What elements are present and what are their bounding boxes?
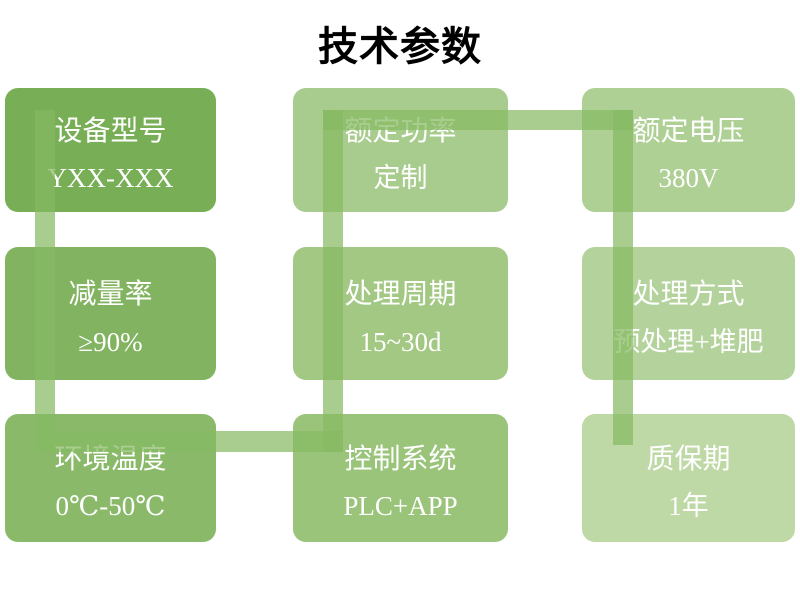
param-card-processing-method: 处理方式 预处理+堆肥 xyxy=(582,247,795,380)
page-title: 技术参数 xyxy=(318,25,482,69)
card-label: 减量率 xyxy=(68,279,153,311)
card-label: 质保期 xyxy=(646,443,731,475)
param-card-reduction-rate: 减量率 ≥90% xyxy=(5,247,216,380)
param-card-rated-power: 额定功率 定制 xyxy=(293,88,508,212)
card-value: 1年 xyxy=(668,491,709,522)
card-value: 定制 xyxy=(373,163,428,194)
param-card-ambient-temperature: 环境温度 0℃-50℃ xyxy=(5,414,216,542)
card-value: PLC+APP xyxy=(343,491,458,522)
card-value: YXX-XXX xyxy=(47,163,174,194)
card-value: ≥90% xyxy=(78,326,143,357)
card-value: 380V xyxy=(658,163,719,194)
card-value: 预处理+堆肥 xyxy=(613,326,764,357)
param-card-warranty-period: 质保期 1年 xyxy=(582,414,795,542)
param-card-processing-cycle: 处理周期 15~30d xyxy=(293,247,508,380)
card-label: 额定功率 xyxy=(344,115,457,147)
card-label: 环境温度 xyxy=(54,443,167,475)
card-label: 额定电压 xyxy=(632,115,745,147)
param-card-device-model: 设备型号 YXX-XXX xyxy=(5,88,216,212)
card-value: 15~30d xyxy=(359,326,442,357)
card-label: 控制系统 xyxy=(344,443,457,475)
card-label: 设备型号 xyxy=(54,115,167,147)
card-value: 0℃-50℃ xyxy=(55,491,166,522)
card-label: 处理周期 xyxy=(344,279,457,311)
card-label: 处理方式 xyxy=(632,279,745,311)
param-card-rated-voltage: 额定电压 380V xyxy=(582,88,795,212)
param-card-control-system: 控制系统 PLC+APP xyxy=(293,414,508,542)
